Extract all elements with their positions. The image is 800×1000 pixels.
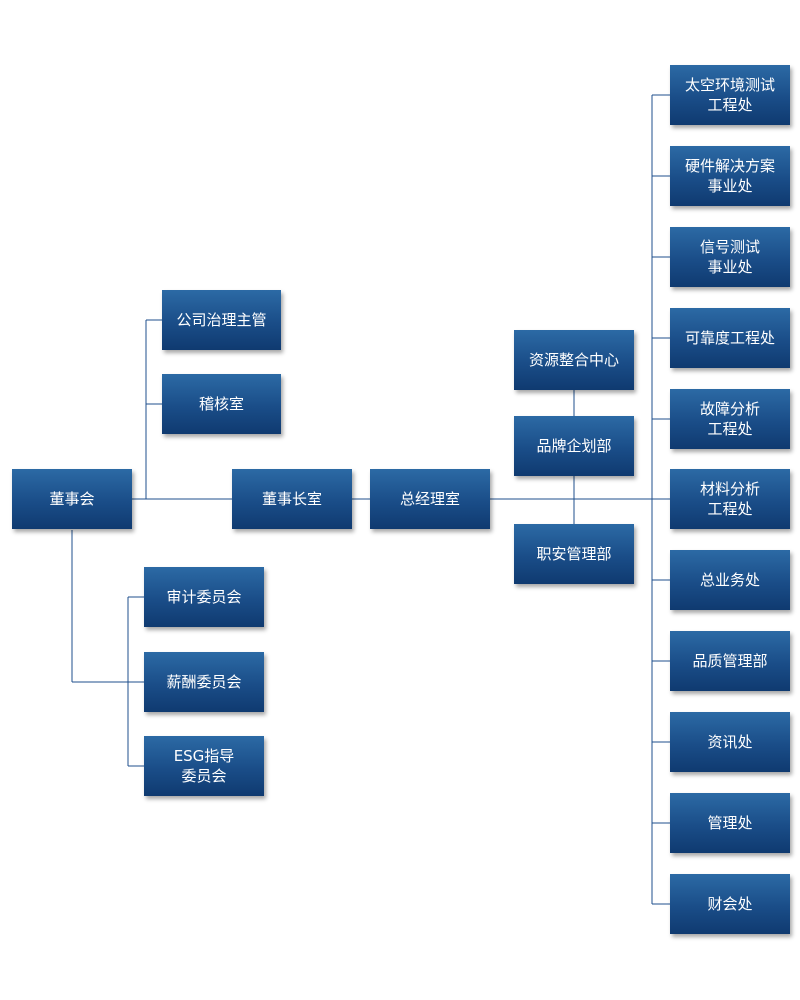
audit-committee-box: 审计委员会 — [144, 567, 264, 627]
gm-office-box: 总经理室 — [370, 469, 490, 529]
resource-center-box: 资源整合中心 — [514, 330, 634, 390]
general-affairs-box: 总业务处 — [670, 550, 790, 610]
chairman-office-box: 董事长室 — [232, 469, 352, 529]
admin-office-box: 管理处 — [670, 793, 790, 853]
esg-committee-box: ESG指导 委员会 — [144, 736, 264, 796]
compensation-committee-box: 薪酬委员会 — [144, 652, 264, 712]
audit-office-box: 稽核室 — [162, 374, 281, 434]
governance-officer-box: 公司治理主管 — [162, 290, 281, 350]
space-env-test-box: 太空环境测试 工程处 — [670, 65, 790, 125]
reliability-box: 可靠度工程处 — [670, 308, 790, 368]
safety-management-box: 职安管理部 — [514, 524, 634, 584]
it-office-box: 资讯处 — [670, 712, 790, 772]
board-box: 董事会 — [12, 469, 132, 529]
quality-management-box: 品质管理部 — [670, 631, 790, 691]
finance-office-box: 财会处 — [670, 874, 790, 934]
signal-test-box: 信号测试 事业处 — [670, 227, 790, 287]
brand-planning-box: 品牌企划部 — [514, 416, 634, 476]
failure-analysis-box: 故障分析 工程处 — [670, 389, 790, 449]
hardware-solution-box: 硬件解决方案 事业处 — [670, 146, 790, 206]
material-analysis-box: 材料分析 工程处 — [670, 469, 790, 529]
